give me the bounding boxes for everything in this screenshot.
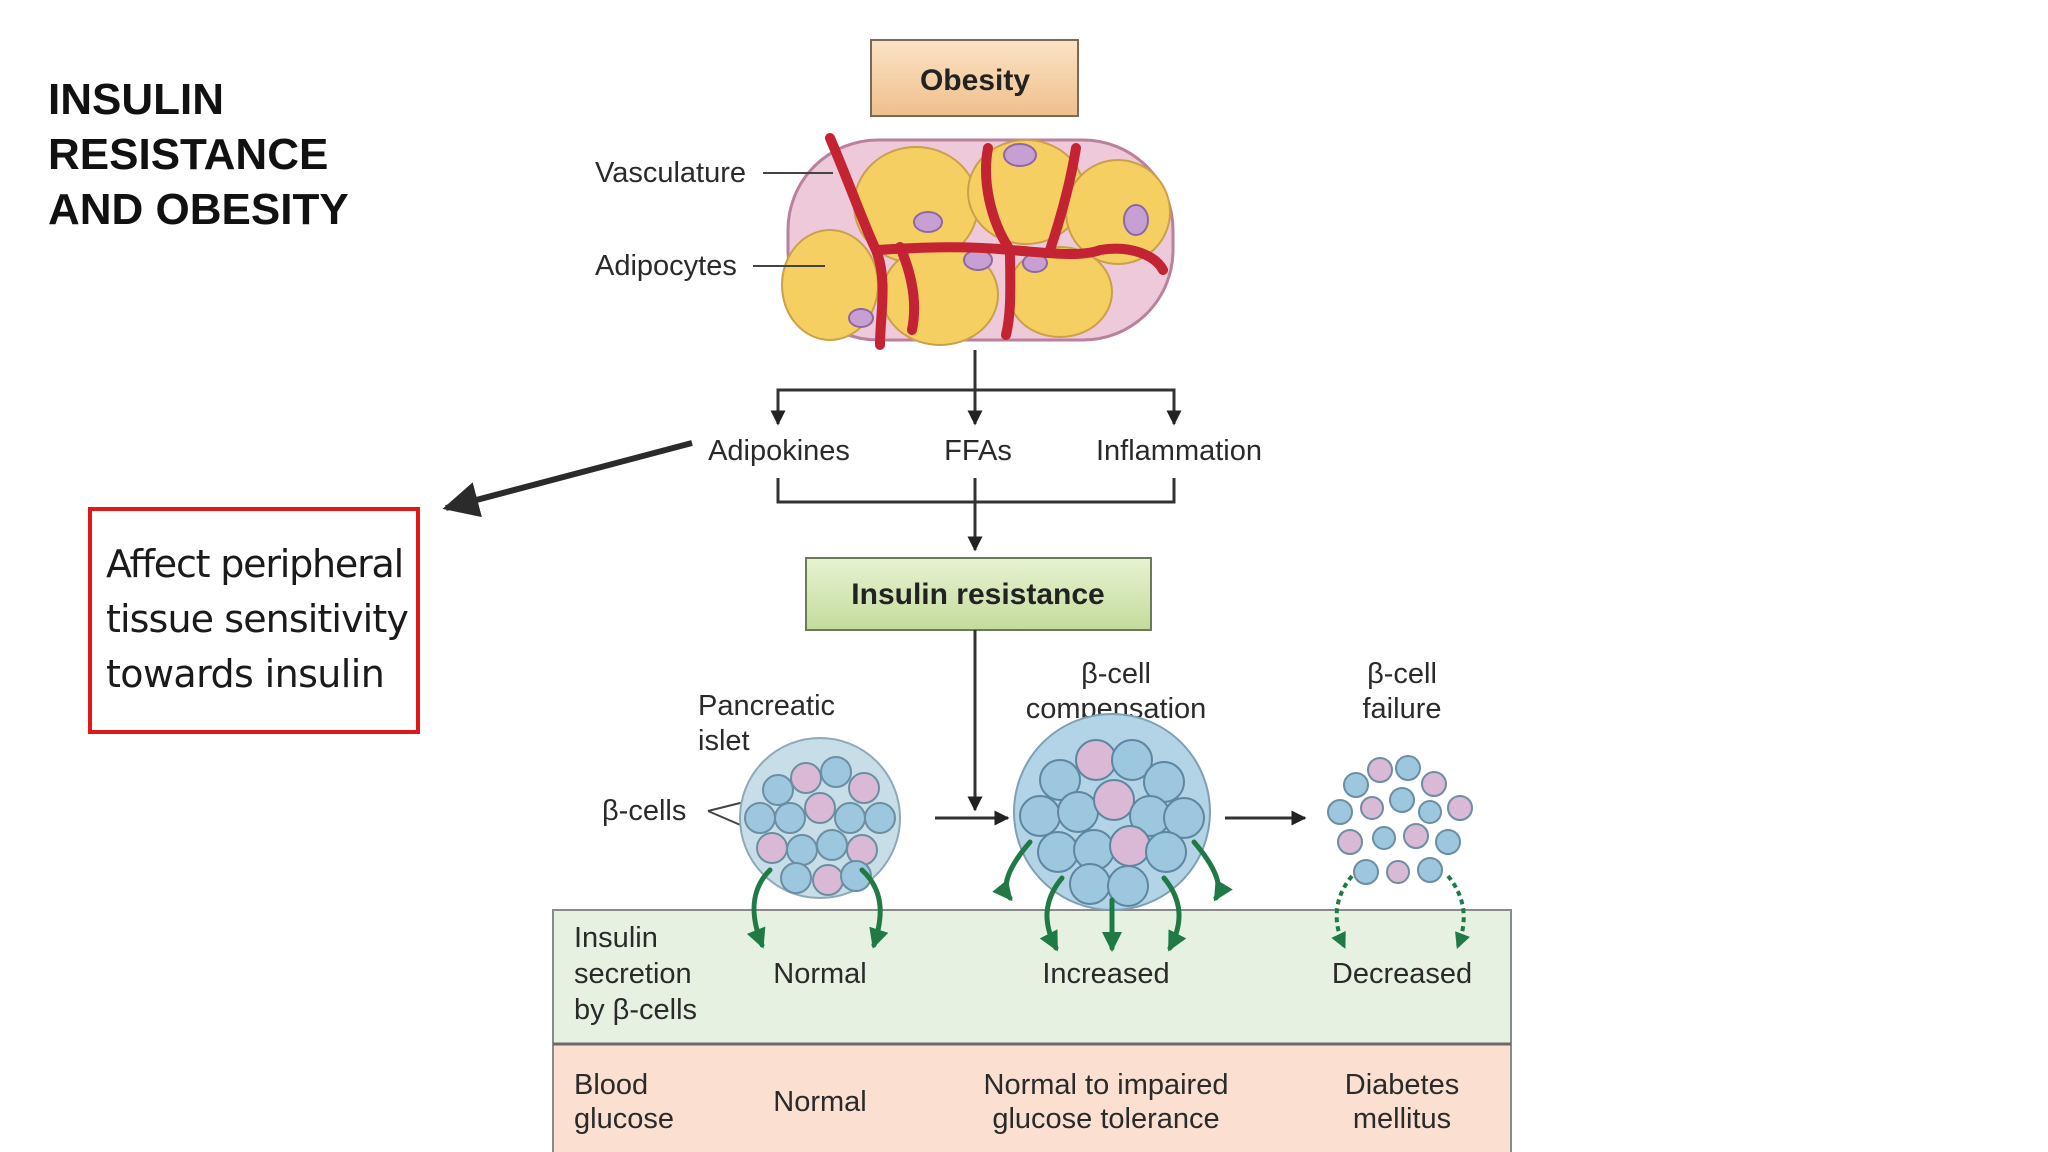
note-line-2: tissue sensitivity	[106, 597, 409, 641]
row1-value-normal: Normal	[773, 958, 866, 990]
insulin-resistance-box	[805, 557, 1152, 631]
failure-label-2: failure	[1363, 693, 1442, 725]
row2-header-2: glucose	[574, 1103, 674, 1135]
row1-value-decreased: Decreased	[1332, 958, 1472, 990]
row2-header-1: Blood	[574, 1069, 648, 1101]
slide-title-line-1: INSULIN	[48, 75, 224, 124]
row2-value-impaired-2: glucose tolerance	[992, 1103, 1219, 1135]
factor-adipokines: Adipokines	[708, 435, 850, 467]
table-row-blood-glucose	[552, 1043, 1512, 1152]
row2-value-normal: Normal	[773, 1086, 866, 1118]
slide-title: INSULIN RESISTANCE AND OBESITY	[48, 72, 349, 237]
row1-value-increased: Increased	[1042, 958, 1169, 990]
factor-merge-arrows	[776, 478, 1176, 552]
factor-ffas: FFAs	[944, 435, 1012, 467]
adipose-tissue-illustration	[781, 133, 1175, 350]
failing-islet	[1327, 755, 1473, 885]
factor-inflammation: Inflammation	[1096, 435, 1262, 467]
row1-header-2: secretion	[574, 958, 692, 990]
compensation-label-1: β-cell	[1081, 658, 1151, 690]
note-box: Affect peripheral tissue sensitivity tow…	[88, 507, 420, 734]
row1-header-3: by β-cells	[574, 994, 697, 1026]
table-row-insulin-secretion	[552, 909, 1512, 1045]
normal-islet	[739, 737, 901, 899]
beta-cells-label: β-cells	[602, 795, 686, 827]
insulin-resistance-label: Insulin resistance	[851, 578, 1104, 611]
slide-title-line-3: AND OBESITY	[48, 185, 349, 234]
row2-value-impaired-1: Normal to impaired	[984, 1069, 1229, 1101]
compensated-islet	[1013, 713, 1211, 911]
callout-arrow	[442, 440, 693, 518]
row2-value-diabetes-1: Diabetes	[1345, 1069, 1459, 1101]
vasculature-label: Vasculature	[595, 157, 746, 189]
note-line-1: Affect peripheral	[106, 542, 404, 586]
adipocytes-label: Adipocytes	[595, 250, 737, 282]
obesity-box	[870, 39, 1079, 117]
slide-title-line-2: RESISTANCE	[48, 130, 329, 179]
decreased-secretion-arrows	[1331, 874, 1471, 949]
pancreatic-islet-label-1: Pancreatic	[698, 690, 835, 722]
obesity-label: Obesity	[920, 64, 1030, 97]
factor-branch-arrows	[770, 350, 1182, 426]
pancreatic-islet-label-2: islet	[698, 725, 750, 757]
secretion-arrows	[746, 839, 1233, 952]
failure-label-1: β-cell	[1367, 658, 1437, 690]
row2-value-diabetes-2: mellitus	[1353, 1103, 1451, 1135]
note-line-3: towards insulin	[106, 652, 385, 696]
row1-header-1: Insulin	[574, 922, 658, 954]
